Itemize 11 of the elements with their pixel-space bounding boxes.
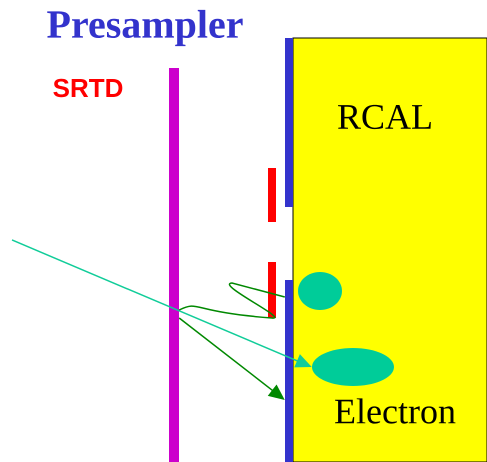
- shower-ellipse: [298, 272, 342, 310]
- wavy-line: [178, 282, 285, 319]
- shower-ellipse: [312, 348, 394, 386]
- presampler-bar: [285, 38, 293, 207]
- detector-bar: [268, 262, 276, 318]
- detector-bar: [268, 168, 276, 222]
- detector-label: SRTD: [53, 78, 122, 98]
- scintillator-bar: [169, 68, 179, 462]
- title-label: Presampler: [47, 10, 243, 46]
- presampler-bar: [285, 280, 293, 462]
- beside-text: Electron: [335, 398, 456, 424]
